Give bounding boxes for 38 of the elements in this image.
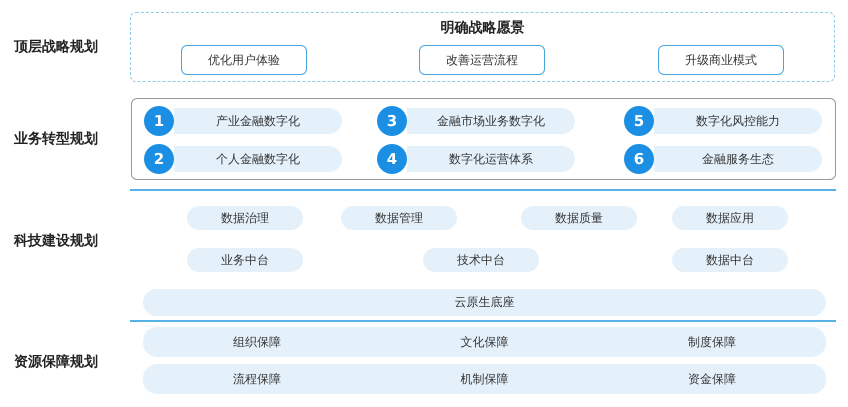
module-pill: 云原生底座 — [143, 289, 826, 316]
topic-tag: 数字化运营体系 — [407, 146, 575, 172]
band-label: 机制保障 — [459, 370, 510, 388]
topic-tag: 金融服务生态 — [654, 146, 822, 172]
band-label: 资金保障 — [687, 370, 738, 388]
topic-tag: 数字化风控能力 — [654, 108, 822, 134]
band-label: 文化保障 — [459, 334, 510, 350]
layer-title: 科技建设规划 — [14, 232, 99, 250]
band-label: 制度保障 — [687, 334, 738, 350]
goal-tag: 优化用户体验 — [181, 45, 307, 75]
number-circle: 6 — [624, 144, 654, 174]
module-pill: 数据管理 — [341, 206, 457, 230]
number-circle: 3 — [377, 106, 407, 136]
layer-title: 资源保障规划 — [14, 353, 99, 371]
band-background — [143, 364, 826, 394]
module-pill: 数据质量 — [521, 206, 637, 230]
topic-tag: 产业金融数字化 — [174, 108, 342, 134]
number-circle: 1 — [144, 106, 174, 136]
module-pill: 数据应用 — [672, 206, 788, 230]
band-background — [143, 327, 826, 357]
layer-title: 业务转型规划 — [14, 130, 99, 148]
band-label: 组织保障 — [232, 334, 282, 350]
number-circle: 5 — [624, 106, 654, 136]
business-panel — [131, 98, 836, 180]
number-circle: 2 — [144, 144, 174, 174]
goal-tag: 升级商业模式 — [658, 45, 784, 75]
panel-title: 明确战略愿景 — [440, 19, 526, 37]
number-circle: 4 — [377, 144, 407, 174]
strategy-panel — [130, 12, 835, 82]
topic-tag: 个人金融数字化 — [174, 146, 342, 172]
goal-tag: 改善运营流程 — [419, 45, 545, 75]
module-pill: 业务中台 — [187, 248, 303, 272]
topic-tag: 金融市场业务数字化 — [407, 108, 575, 134]
band-label: 流程保障 — [232, 370, 282, 388]
module-pill: 技术中台 — [423, 248, 539, 272]
module-pill: 数据治理 — [187, 206, 303, 230]
layer-title: 顶层战略规划 — [14, 38, 99, 56]
module-pill: 数据中台 — [672, 248, 788, 272]
